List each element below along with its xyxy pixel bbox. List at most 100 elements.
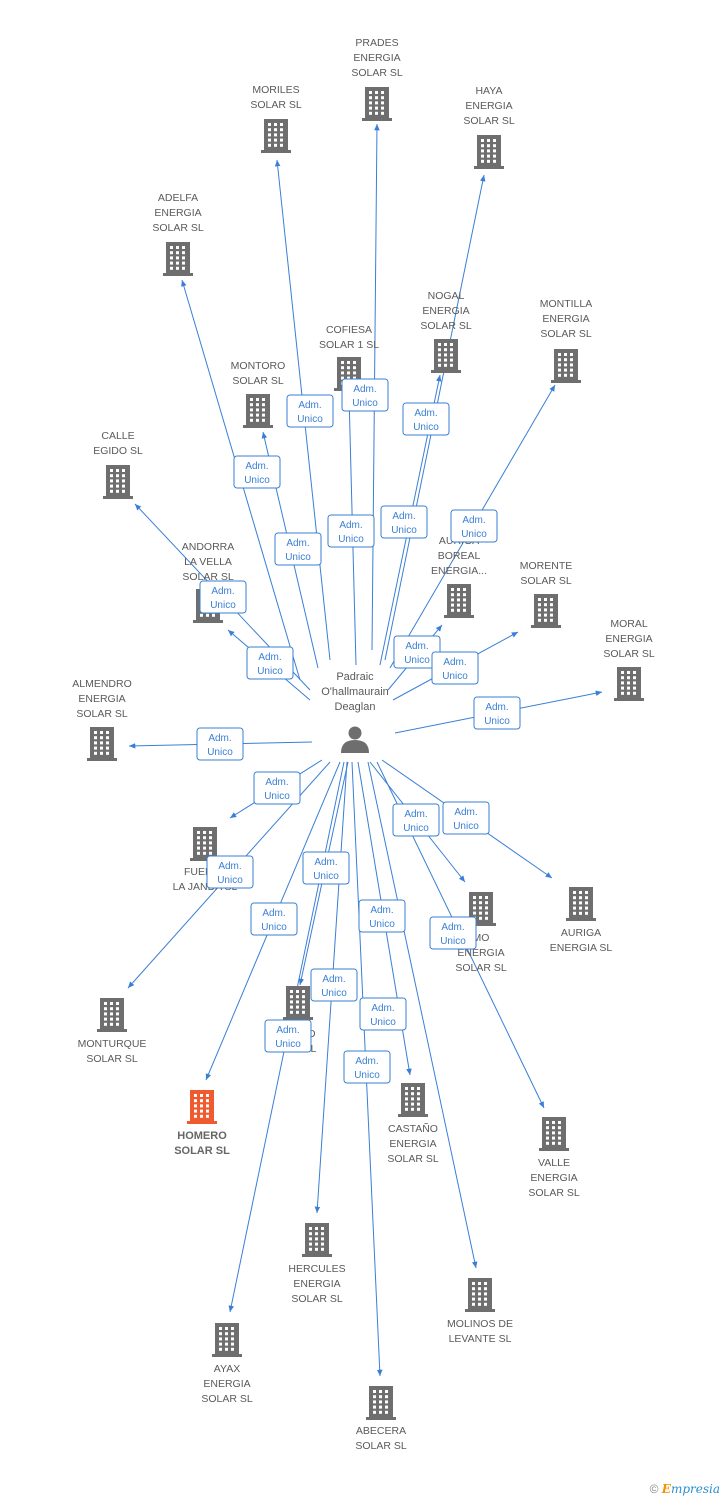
relation-badge[interactable]: Adm.Unico (358, 899, 406, 933)
building-icon[interactable] (212, 1323, 242, 1357)
building-window (274, 133, 277, 137)
building-window (417, 1107, 420, 1111)
building-icon[interactable] (366, 1386, 396, 1420)
building-window (104, 1022, 107, 1026)
building-window (219, 1347, 222, 1351)
relation-badge[interactable]: Adm.Unico (264, 1019, 312, 1053)
relation-badge[interactable]: Adm.Unico (310, 968, 358, 1002)
relation-badge[interactable]: Adm.Unico (206, 855, 254, 889)
relation-badge[interactable]: Adm.Unico (473, 696, 521, 730)
building-icon[interactable] (531, 594, 561, 628)
building-window (417, 1102, 420, 1106)
company-name-line: SOLAR SL (351, 67, 403, 79)
relation-badge[interactable]: Adm.Unico (199, 580, 247, 614)
building-icon[interactable] (566, 887, 596, 921)
building-window (250, 398, 253, 401)
building-icon[interactable] (261, 119, 291, 153)
building-icon[interactable] (444, 584, 474, 618)
building-icon[interactable] (163, 242, 193, 276)
building-icon[interactable] (87, 727, 117, 761)
company-name-line: CALLE (101, 430, 134, 442)
building-icon[interactable] (190, 827, 220, 861)
relation-badge[interactable]: Adm.Unico (286, 394, 334, 428)
building-icon[interactable] (465, 1278, 495, 1312)
building-icon[interactable] (243, 394, 273, 428)
building-icon[interactable] (103, 465, 133, 499)
building-window (564, 368, 567, 372)
relation-badge[interactable]: Adm.Unico (431, 651, 479, 685)
company-name-line: AURIGA (561, 927, 601, 939)
company-node-auriga-boreal[interactable]: AURIGABOREALENERGIA... (431, 535, 487, 618)
badge-box (246, 646, 294, 680)
building-window (481, 144, 484, 148)
building-icon[interactable] (398, 1083, 428, 1117)
building-window (479, 896, 482, 899)
relation-badge[interactable]: Adm.Unico (343, 1050, 391, 1084)
badge-line-role: Adm. (211, 586, 234, 597)
building-icon[interactable] (362, 87, 392, 121)
company-name-line: ALMENDRO (72, 678, 132, 690)
building-icon[interactable] (614, 667, 644, 701)
building-icon[interactable] (283, 986, 313, 1020)
relation-badge[interactable]: Adm.Unico (341, 378, 389, 412)
relation-badge[interactable]: Adm.Unico (429, 916, 477, 950)
building-window (290, 1005, 293, 1009)
building-window (538, 598, 541, 601)
building-window (405, 1092, 408, 1096)
relation-badge[interactable]: Adm.Unico (327, 514, 375, 548)
relation-badge[interactable]: Adm.Unico (380, 505, 428, 539)
badge-box (286, 394, 334, 428)
relation-badge[interactable]: Adm.Unico (196, 727, 244, 761)
relation-badge[interactable]: Adm.Unico (253, 771, 301, 805)
badge-line-type: Unico (413, 422, 439, 433)
building-icon[interactable] (97, 998, 127, 1032)
relation-badge[interactable]: Adm.Unico (274, 532, 322, 566)
building-icon[interactable] (474, 135, 504, 169)
badge-line-role: Adm. (370, 905, 393, 916)
building-icon[interactable] (551, 349, 581, 383)
relation-badge[interactable]: Adm.Unico (302, 851, 350, 885)
building-icon[interactable] (187, 1090, 217, 1124)
relation-badge[interactable]: Adm.Unico (442, 801, 490, 835)
relation-badge[interactable]: Adm.Unico (359, 997, 407, 1031)
building-window (375, 96, 378, 100)
empresia-logo[interactable]: Empresia (661, 1482, 720, 1496)
relation-badge[interactable]: Adm.Unico (450, 509, 498, 543)
relation-badge[interactable]: Adm.Unico (392, 803, 440, 837)
building-icon[interactable] (431, 339, 461, 373)
building-window (417, 1097, 420, 1101)
relation-badge[interactable]: Adm.Unico (233, 455, 281, 489)
building-icon[interactable] (539, 1117, 569, 1151)
relation-badge[interactable]: Adm.Unico (250, 902, 298, 936)
building-icon[interactable] (302, 1223, 332, 1257)
building-window (621, 671, 624, 674)
relation-badge[interactable]: Adm.Unico (246, 646, 294, 680)
badge-box (302, 851, 350, 885)
building-window (182, 246, 185, 249)
copyright-symbol: © (649, 1482, 659, 1496)
relation-badge[interactable]: Adm.Unico (402, 402, 450, 436)
building-window (487, 159, 490, 163)
